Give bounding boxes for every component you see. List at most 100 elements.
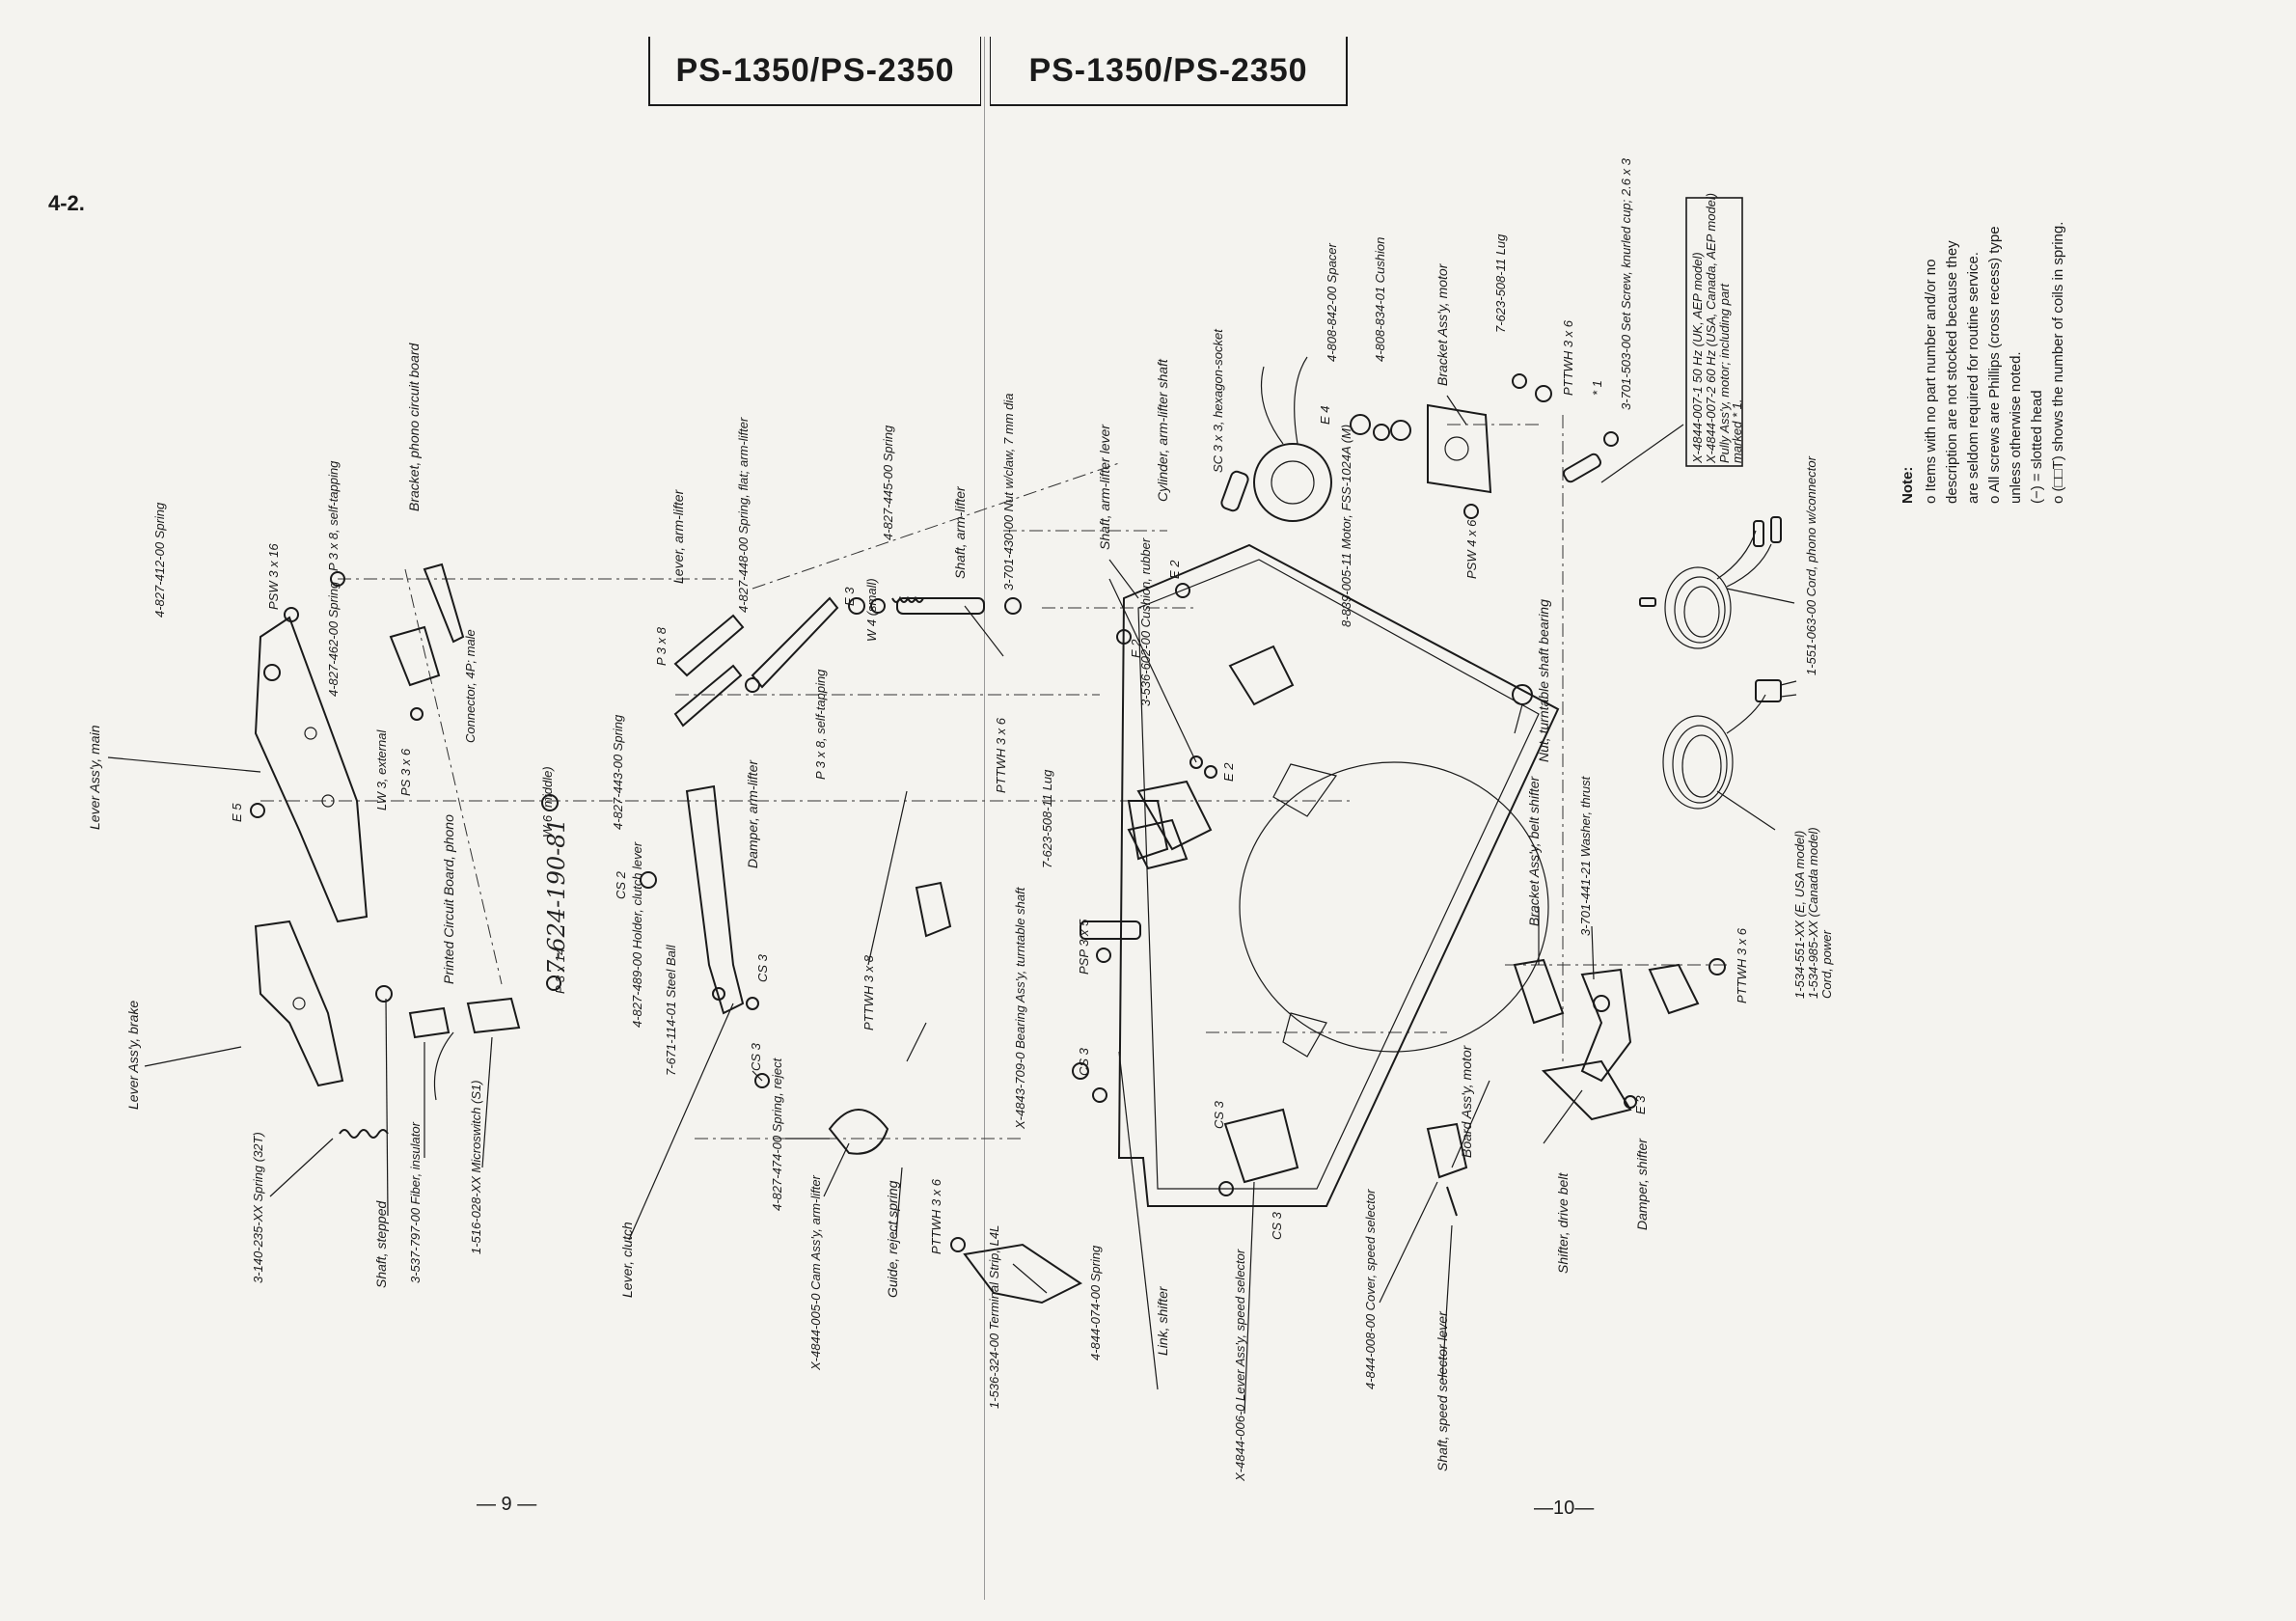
- label-shaft-armlifter-lever: Shaft, arm-lifter lever: [1097, 424, 1112, 550]
- label-cam-armlifter: X-4844-005-0 Cam Ass'y, arm-lifter: [808, 1174, 823, 1371]
- turntable-base-board: [1117, 543, 1560, 1207]
- label-psw4x6: PSW 4 x 6: [1464, 519, 1479, 579]
- label-lever-main: Lever Ass'y, main: [87, 725, 102, 830]
- label-bracket-phono: Bracket, phono circuit board: [406, 342, 422, 511]
- label-w4: W 4 (small): [864, 578, 879, 642]
- note-line-7: o (□□T) shows the number of coils in spr…: [2050, 222, 2066, 504]
- label-shaft-speed: Shaft, speed selector lever: [1435, 1310, 1450, 1471]
- label-e4: E 4: [1318, 405, 1332, 425]
- label-pttwh3x6-c: PTTWH 3 x 6: [1561, 319, 1575, 396]
- spring-32t: [339, 1129, 389, 1139]
- phono-cord: [1639, 516, 1782, 649]
- label-holder-clutch: 4-827-489-00 Holder, clutch lever: [630, 841, 644, 1028]
- part-labels: Lever Ass'y, main Lever Ass'y, brake 3-1…: [87, 157, 1834, 1482]
- label-pully-3: Pully Ass'y, motor; including part: [1717, 283, 1732, 463]
- label-lug-b: 7-623-508-11 Lug: [1493, 234, 1508, 333]
- label-e2-c: E 2: [1221, 762, 1236, 782]
- leader-lines: [107, 395, 1795, 1415]
- label-e3-a: E 3: [842, 587, 857, 606]
- label-lever-armlifter: Lever, arm-lifter: [670, 488, 686, 584]
- label-shifter-belt: Shifter, drive belt: [1555, 1172, 1571, 1274]
- label-spacer: 4-808-842-00 Spacer: [1325, 242, 1339, 362]
- label-spring-074: 4-844-074-00 Spring: [1088, 1245, 1103, 1360]
- reject-and-cam: [828, 881, 1107, 1305]
- label-guide-reject: Guide, reject spring: [885, 1180, 900, 1298]
- lever-brake-assembly: [254, 920, 344, 1087]
- armlifter-shaft-stack: [848, 595, 1022, 615]
- label-p3x8-st-top: P 3 x 8, self-tapping: [326, 460, 341, 571]
- bearing-turntable-shaft: [1080, 920, 1141, 963]
- section-number: 4-2.: [48, 191, 85, 215]
- label-cushion-rubber: 3-536-602-00 Cushion, rubber: [1138, 537, 1153, 706]
- label-pttwh3x6-b: PTTWH 3 x 6: [994, 717, 1008, 793]
- center-armlifter-mechanism: [1116, 470, 1295, 870]
- label-microswitch: 1-516-028-XX Microswitch (S1): [469, 1080, 483, 1254]
- label-cs3-a: CS 3: [755, 953, 770, 982]
- label-cs2: CS 2: [614, 870, 628, 899]
- label-damper-armlifter: Damper, arm-lifter: [745, 759, 760, 868]
- label-spring-443: 4-827-443-00 Spring: [611, 714, 625, 830]
- label-bearing: X-4843-709-0 Bearing Ass'y, turntable sh…: [1013, 886, 1027, 1130]
- label-bracket-belt: Bracket Ass'y, belt shifter: [1526, 775, 1542, 926]
- label-e2-b: E 2: [1129, 639, 1143, 658]
- label-nut-claw: 3-701-430-00 Nut w/claw, 7 mm dia: [1001, 394, 1016, 591]
- note-line-3: are seldom required for routine service.: [1965, 252, 1982, 504]
- pully-note-box: [1685, 197, 1743, 467]
- label-nut-bearing: Nut, turntable shaft bearing: [1536, 599, 1551, 762]
- page-number-left: — 9 —: [477, 1494, 537, 1515]
- label-steel-ball: 7-671-114-01 Steel Ball: [664, 944, 678, 1076]
- motor-assembly: [1253, 356, 1619, 705]
- label-connector: Connector, 4P; male: [463, 629, 478, 743]
- label-board-motor: Board Ass'y, motor: [1459, 1044, 1474, 1158]
- label-pully-4: marked * 1.: [1730, 399, 1744, 463]
- label-spring-32t: 3-140-235-XX Spring (32T): [251, 1132, 265, 1283]
- screws-left: [250, 571, 561, 1003]
- label-lever-clutch: Lever, clutch: [619, 1222, 635, 1298]
- lever-armlifter-parts: [640, 596, 839, 1088]
- label-link-shifter: Link, shifter: [1155, 1285, 1170, 1356]
- lever-main-assembly: [254, 616, 369, 923]
- label-spring-445: 4-827-445-00 Spring: [881, 425, 895, 540]
- label-pully-1: X-4844-007-1 50 Hz (UK, AEP model): [1690, 252, 1705, 464]
- note-line-6: (−) = slotted head: [2029, 390, 2045, 504]
- label-pully-2: X-4844-007-2 60 Hz (USA, Canada, AEP mod…: [1704, 193, 1718, 464]
- page-number-right: —10—: [1534, 1497, 1595, 1519]
- label-cord-power-2: 1-534-985-XX (Canada model): [1806, 827, 1820, 999]
- label-psp3x5: PSP 3 x 5: [1077, 919, 1091, 975]
- label-motor: 8-839-005-11 Motor, FSS-1024A (M): [1339, 425, 1353, 627]
- label-cylinder: Cylinder, arm-lifter shaft: [1155, 358, 1170, 502]
- label-terminal-strip: 1-536-324-00 Terminal Strip, L4L: [987, 1225, 1001, 1409]
- label-pttwh3x8: PTTWH 3 x 8: [861, 954, 876, 1030]
- label-shaft-stepped: Shaft, stepped: [373, 1199, 389, 1288]
- label-star1: * 1: [1590, 380, 1604, 396]
- label-spring-462: 4-827-462-00 Spring: [326, 581, 341, 697]
- label-lever-speed: X-4844-006-0 Lever Ass'y, speed selector: [1233, 1249, 1247, 1482]
- label-spring-flat: 4-827-448-00 Spring, flat; arm-lifter: [736, 417, 751, 613]
- label-fiber-insulator: 3-537-797-00 Fiber, insulator: [408, 1121, 423, 1283]
- phono-pcb-bracket: [389, 563, 521, 1101]
- note-line-2: description are not stocked because they: [1944, 240, 1960, 504]
- label-lug-a: 7-623-508-11 Lug: [1040, 769, 1054, 868]
- label-sc3x3: SC 3 x 3, hexagon-socket: [1211, 328, 1225, 473]
- speed-selector-parts: [1218, 1108, 1468, 1217]
- label-cs3-c: CS 3: [1077, 1047, 1091, 1076]
- model-header-left: PS-1350/PS-2350: [648, 37, 981, 106]
- belt-shifter-assembly: [1513, 958, 1726, 1121]
- label-e5: E 5: [230, 803, 244, 822]
- label-w6: W 6 (middle): [540, 766, 555, 838]
- label-washer-thrust: 3-701-441-21 Washer, thrust: [1578, 775, 1593, 936]
- label-shaft-armlifter: Shaft, arm-lifter: [952, 485, 968, 579]
- model-header-right: PS-1350/PS-2350: [990, 37, 1348, 106]
- label-cs3-b: CS 3: [749, 1042, 763, 1071]
- label-cord-power-3: Cord, power: [1819, 930, 1834, 999]
- power-cord: [1662, 679, 1797, 810]
- label-pttwh3x6-d: PTTWH 3 x 6: [1735, 927, 1749, 1003]
- note-title: Note:: [1900, 467, 1916, 504]
- label-cord-power-1: 1-534-551-XX (E, USA model): [1792, 831, 1807, 999]
- page-fold: [984, 37, 985, 1600]
- label-e3-b: E 3: [1633, 1095, 1648, 1114]
- note-block: Note: o Items with no part number and/or…: [1900, 222, 2066, 504]
- label-cushion: 4-808-834-01 Cushion: [1373, 237, 1387, 362]
